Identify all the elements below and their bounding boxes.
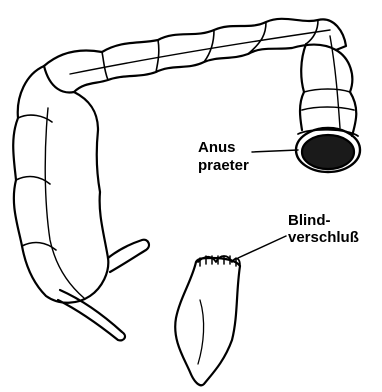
label-verschluss: verschluß	[288, 230, 359, 246]
rectal-stump	[175, 258, 240, 385]
stoma-opening	[302, 135, 354, 169]
descending-colon	[300, 44, 356, 136]
transverse-colon	[44, 19, 346, 93]
label-praeter: praeter	[198, 158, 249, 174]
appendix	[58, 290, 125, 340]
label-anus: Anus	[198, 140, 236, 156]
anus-praeter-pointer	[252, 150, 298, 152]
label-blind: Blind-	[288, 213, 331, 229]
blindverschluss-pointer	[238, 236, 286, 258]
ascending-colon	[13, 66, 108, 303]
